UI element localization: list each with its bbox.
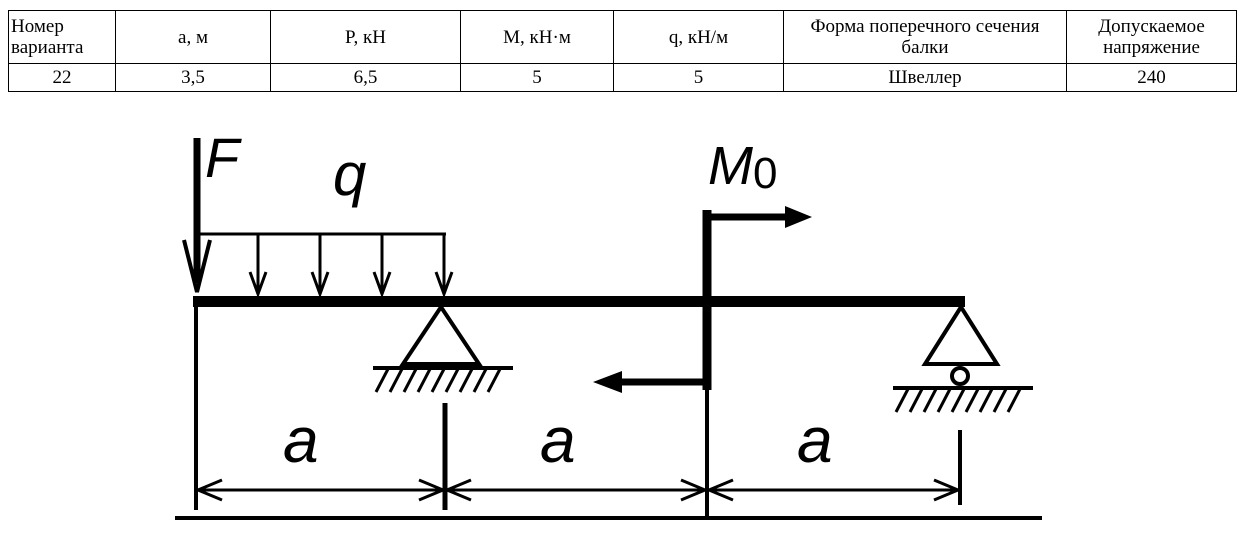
load-label: q (333, 141, 366, 208)
header-variant-number: Номер варианта (8, 10, 116, 64)
cell-q: 5 (613, 63, 784, 92)
beam-diagram: F q (175, 126, 1042, 520)
span-label-1: a (283, 404, 319, 476)
force-label: F (205, 126, 242, 189)
cell-variant-number: 22 (8, 63, 116, 92)
moment-m0-couple (593, 206, 812, 393)
header-p: P, кН (270, 10, 461, 64)
cell-p: 6,5 (270, 63, 461, 92)
cell-allowable-stress: 240 (1066, 63, 1237, 92)
beam (193, 296, 965, 307)
header-m: M, кН·м (460, 10, 614, 64)
distributed-load-q (197, 232, 454, 299)
moment-label-subscript: 0 (753, 149, 777, 198)
cell-section-shape: Швеллер (783, 63, 1067, 92)
table-row: 22 3,5 6,5 5 5 Швеллер 240 (8, 63, 1237, 92)
header-section-shape: Форма поперечного сечения балки (783, 10, 1067, 64)
roller-support (893, 303, 1033, 413)
pin-support (373, 303, 513, 393)
dimension-arrows (194, 478, 962, 502)
table-header-row: Номер варианта a, м P, кН M, кН·м q, кН/… (8, 10, 1237, 64)
header-q: q, кН/м (613, 10, 784, 64)
header-a: a, м (115, 10, 271, 64)
force-f-arrow (182, 138, 212, 293)
cell-a: 3,5 (115, 63, 271, 92)
cell-m: 5 (460, 63, 614, 92)
header-allowable-stress: Допускаемое напряжение (1066, 10, 1237, 64)
span-label-3: a (797, 404, 833, 476)
dimension-extension-lines (194, 307, 962, 518)
moment-label: M0 (708, 136, 777, 198)
span-label-2: a (540, 404, 576, 476)
parameters-table: Номер варианта a, м P, кН M, кН·м q, кН/… (8, 10, 1237, 92)
